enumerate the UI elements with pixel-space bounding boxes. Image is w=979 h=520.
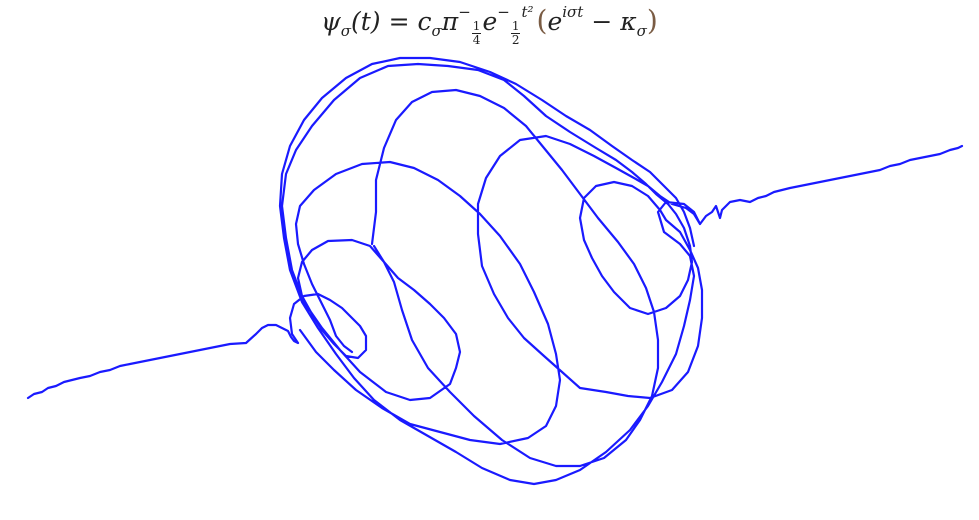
- equals-sign: =: [388, 7, 410, 36]
- kappa-symbol: κ: [620, 7, 637, 36]
- inner-e-exponent: iσt: [562, 3, 584, 21]
- left-paren: (: [536, 4, 548, 37]
- e-symbol: e: [482, 7, 498, 36]
- right-paren: ): [646, 4, 658, 37]
- c-symbol: c: [417, 7, 432, 36]
- pi-exp-numerator: 1: [471, 19, 482, 34]
- e-exponent-fraction: 1 2: [510, 19, 521, 47]
- e-exp-t-squared: t²: [521, 3, 534, 21]
- kappa-subscript: σ: [636, 22, 647, 40]
- e-exp-denominator: 2: [511, 33, 520, 47]
- inner-e-symbol: e: [547, 7, 563, 36]
- psi-symbol: ψ: [321, 7, 341, 36]
- wavelet-3d-curve: [26, 56, 964, 486]
- wavelet-formula: ψ σ (t) = c σ π − 1 4 e − 1 2 t² ( e iσt…: [0, 0, 979, 60]
- e-exp-numerator: 1: [510, 19, 521, 34]
- psi-subscript: σ: [340, 22, 351, 40]
- pi-exponent-fraction: 1 4: [471, 19, 482, 47]
- e-exp-minus: −: [497, 3, 510, 21]
- pi-exp-minus: −: [458, 3, 471, 21]
- pi-exp-denominator: 4: [472, 33, 481, 47]
- minus-sign: −: [591, 7, 613, 36]
- pi-symbol: π: [441, 7, 459, 36]
- c-subscript: σ: [431, 22, 442, 40]
- argument-t: (t): [351, 7, 381, 36]
